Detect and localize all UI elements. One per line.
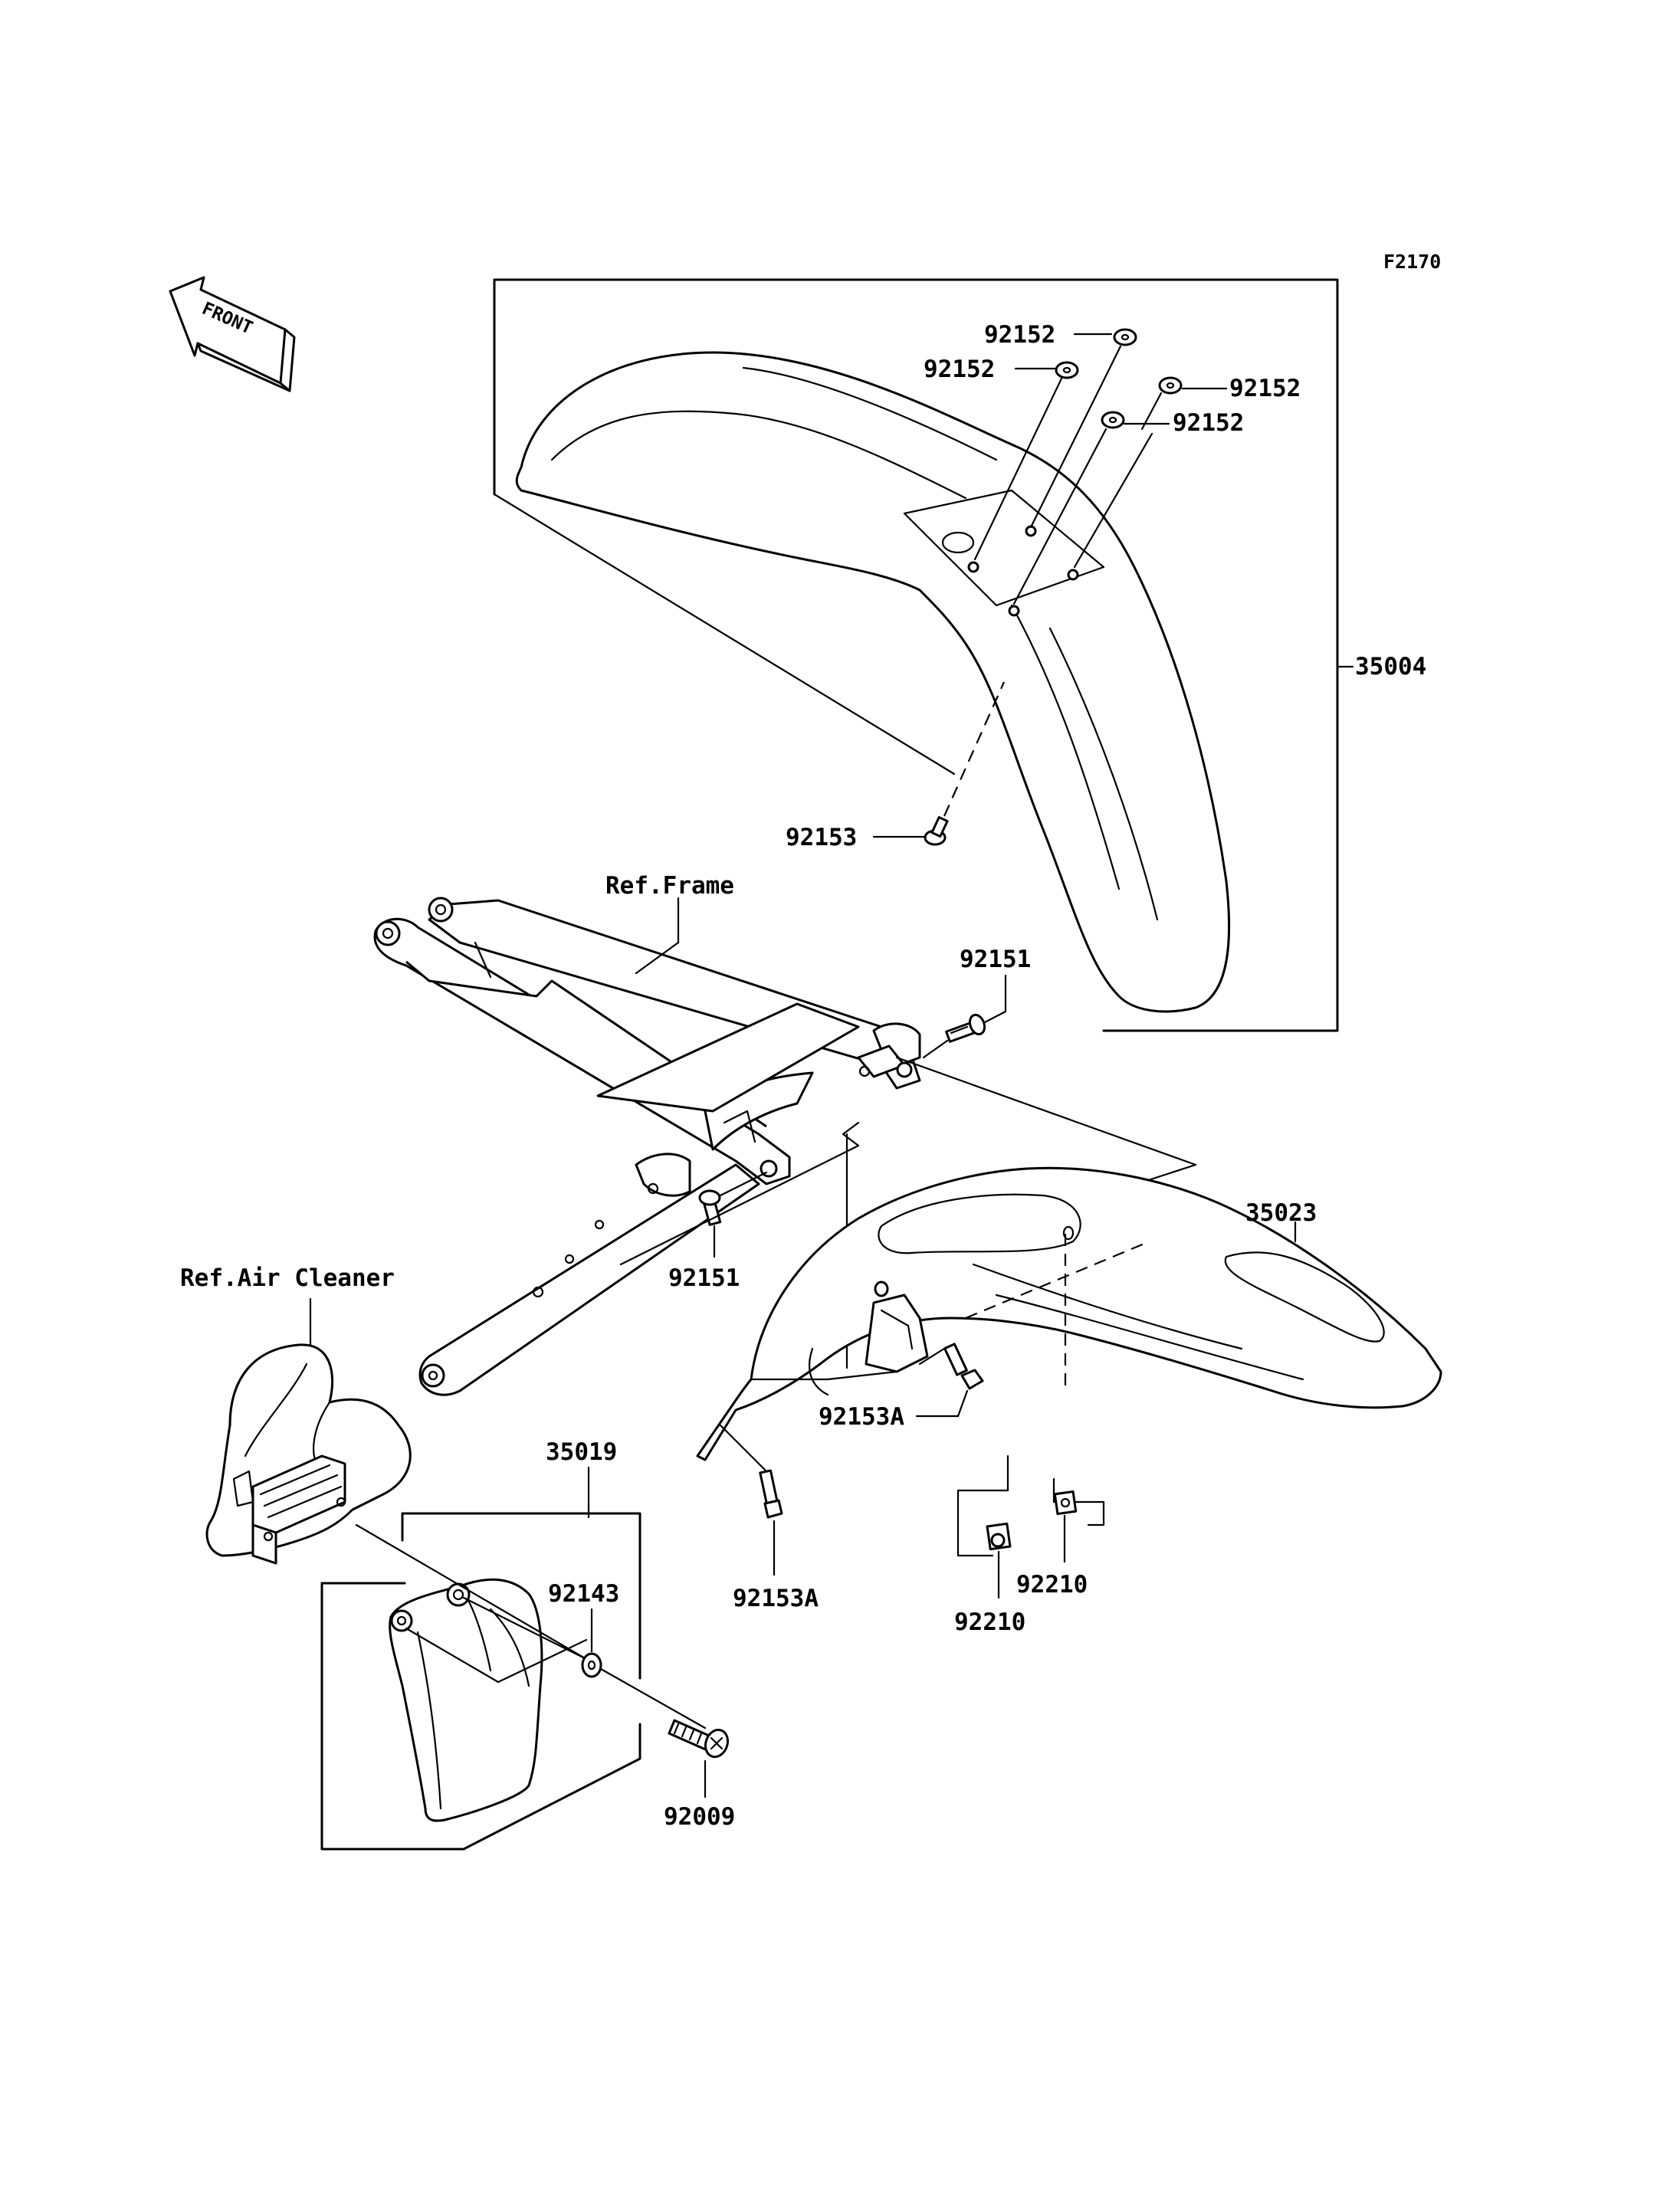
bolt-icon	[924, 815, 949, 846]
front-arrow-icon: FRONT	[169, 276, 296, 392]
label-ref-air-cleaner: Ref.Air Cleaner	[180, 1264, 395, 1292]
label-92210-right: 92210	[1016, 1571, 1088, 1599]
washer-icon	[1055, 328, 1183, 429]
rear-fender-box	[842, 1121, 860, 1147]
label-92151-lower: 92151	[668, 1264, 740, 1292]
label-92153a-lower: 92153A	[733, 1585, 819, 1612]
figure-code: F2170	[1383, 251, 1441, 273]
label-92143: 92143	[548, 1580, 619, 1608]
clip-nut-icon	[986, 1522, 1012, 1551]
label-92009: 92009	[664, 1803, 735, 1831]
rear-fender	[696, 1166, 1442, 1461]
label-92153: 92153	[786, 824, 857, 851]
label-35023: 35023	[1245, 1199, 1317, 1227]
air-cleaner	[205, 1343, 412, 1565]
bolt-icon	[945, 1013, 986, 1043]
subframe	[373, 897, 921, 1396]
label-92210-left: 92210	[954, 1608, 1025, 1636]
clip-nut-icon	[1053, 1490, 1078, 1516]
label-92151-upper: 92151	[960, 946, 1031, 973]
bolt-icon	[943, 1343, 984, 1390]
label-35019: 35019	[546, 1438, 617, 1466]
washer-icon	[581, 1652, 602, 1678]
front-fender-group-box	[493, 278, 1339, 1032]
bolt-icon	[759, 1469, 783, 1519]
label-92153a-right: 92153A	[819, 1403, 904, 1431]
front-fender	[515, 351, 1231, 1013]
label-35004: 35004	[1355, 653, 1426, 680]
label-92152-b: 92152	[924, 356, 995, 383]
label-ref-frame: Ref.Frame	[605, 872, 734, 900]
bolt-icon	[698, 1189, 722, 1226]
mud-flap	[389, 1578, 543, 1822]
label-92152-c: 92152	[1229, 375, 1301, 402]
screw-icon	[668, 1719, 730, 1759]
label-92152-a: 92152	[984, 321, 1055, 349]
label-92152-d: 92152	[1173, 409, 1244, 437]
mud-flap-group-box	[401, 1512, 641, 1680]
